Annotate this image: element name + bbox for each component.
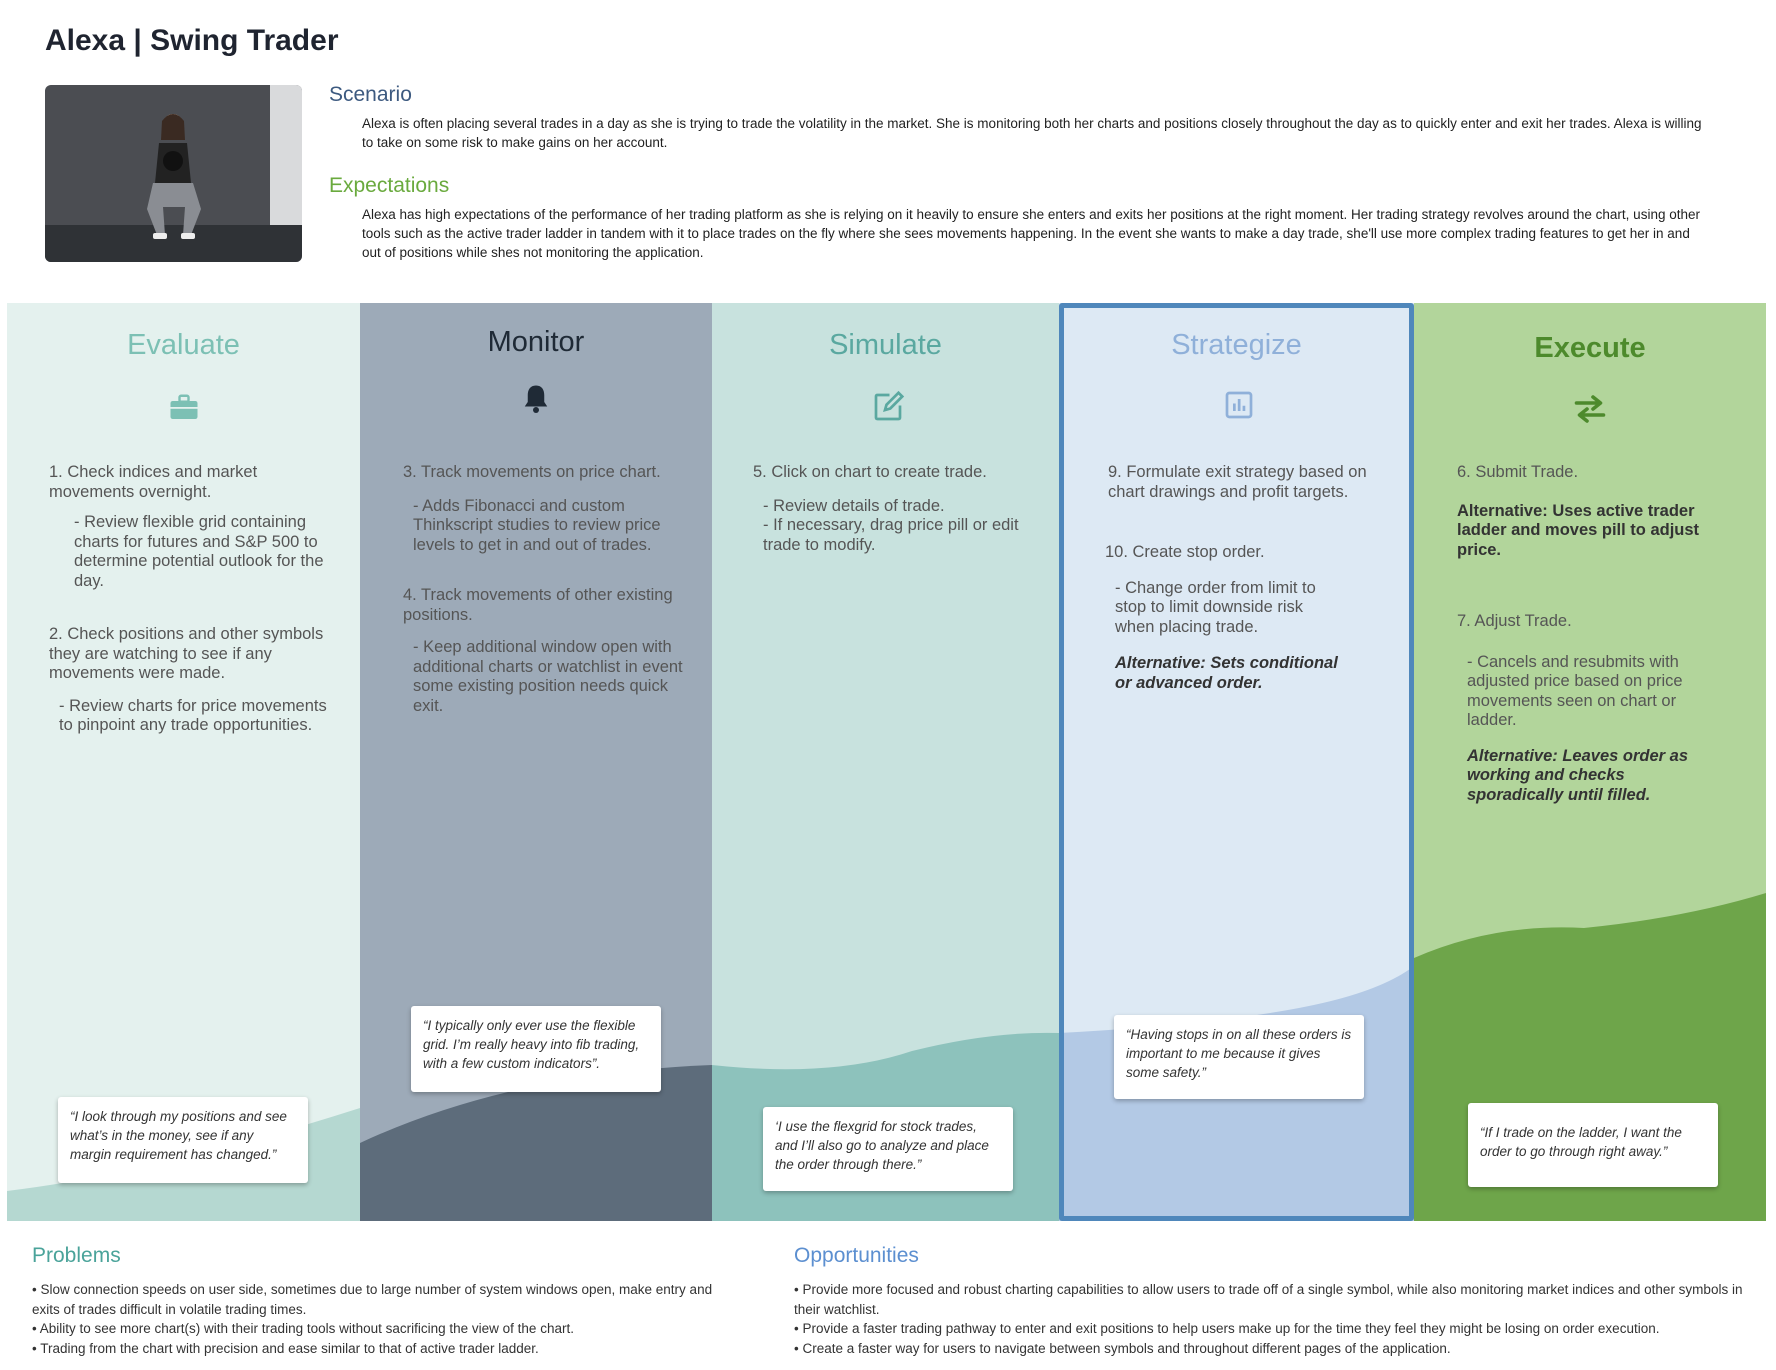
scenario-text: Alexa is often placing several trades in… bbox=[362, 116, 1702, 150]
column-title-monitor: Monitor bbox=[487, 326, 585, 358]
simulate-steps: 5. Click on chart to create trade. - Rev… bbox=[753, 463, 1038, 555]
page-title: Alexa | Swing Trader bbox=[45, 24, 339, 57]
step-1-detail: - Review flexible grid containing charts… bbox=[74, 513, 324, 590]
monitor-steps: 3. Track movements on price chart. - Add… bbox=[403, 463, 683, 716]
problem-item: • Ability to see more chart(s) with thei… bbox=[32, 1321, 574, 1336]
execute-alternative-1: Alternative: Uses active trader ladder a… bbox=[1457, 501, 1700, 559]
step-10-detail: - Change order from limit to stop to lim… bbox=[1115, 578, 1316, 636]
strategize-alternative: Alternative: Sets conditional or advance… bbox=[1115, 654, 1338, 692]
column-title-simulate: Simulate bbox=[829, 329, 942, 361]
opportunities-list: • Provide more focused and robust charti… bbox=[794, 1280, 1754, 1358]
column-title-evaluate: Evaluate bbox=[127, 329, 240, 361]
expectations-heading: Expectations bbox=[329, 174, 450, 197]
bar-chart-icon bbox=[1225, 391, 1253, 419]
problem-item: • Slow connection speeds on user side, s… bbox=[32, 1282, 713, 1317]
opportunity-item: • Provide more focused and robust charti… bbox=[794, 1282, 1743, 1317]
opportunities-heading: Opportunities bbox=[794, 1244, 919, 1267]
column-strategize: Strategize 9. Formulate exit strategy ba… bbox=[1059, 303, 1414, 1221]
highlight-frame bbox=[1059, 303, 1414, 1221]
column-title-execute: Execute bbox=[1534, 332, 1646, 364]
problem-item: • Trading from the chart with precision … bbox=[32, 1340, 539, 1356]
column-title-strategize: Strategize bbox=[1171, 329, 1302, 361]
scenario-heading: Scenario bbox=[329, 83, 412, 106]
edit-icon bbox=[874, 390, 905, 421]
execute-steps: 6. Submit Trade. Alternative: Uses activ… bbox=[1457, 463, 1727, 805]
quote-simulate: ‘I use the flexgrid for stock trades, an… bbox=[763, 1107, 1013, 1191]
column-monitor: Monitor 3. Track movements on price char… bbox=[360, 303, 712, 1221]
problems-list: • Slow connection speeds on user side, s… bbox=[32, 1280, 722, 1358]
step-7: 7. Adjust Trade. bbox=[1457, 612, 1572, 630]
step-5: 5. Click on chart to create trade. bbox=[753, 463, 987, 481]
step-6: 6. Submit Trade. bbox=[1457, 463, 1579, 481]
bell-icon bbox=[524, 385, 548, 413]
quote-strategize: “Having stops in on all these orders is … bbox=[1114, 1015, 1364, 1099]
step-7-detail: - Cancels and resubmits with adjusted pr… bbox=[1467, 652, 1683, 730]
persona-photo bbox=[45, 85, 302, 262]
step-3-detail: - Adds Fibonacci and custom Thinkscript … bbox=[413, 496, 661, 554]
quote-evaluate: “I look through my positions and see wha… bbox=[58, 1097, 308, 1183]
column-evaluate: Evaluate 1. Check indices and market mov… bbox=[7, 303, 360, 1221]
step-3: 3. Track movements on price chart. bbox=[403, 463, 661, 481]
column-simulate: Simulate 5. Click on chart to create tra… bbox=[712, 303, 1059, 1221]
evaluate-steps: 1. Check indices and market movements ov… bbox=[49, 463, 329, 736]
step-2-detail: - Review charts for price movements to p… bbox=[59, 696, 327, 735]
strategize-steps: 9. Formulate exit strategy based on char… bbox=[1105, 463, 1393, 693]
step-2: 2. Check positions and other symbols the… bbox=[49, 625, 324, 682]
step-10: 10. Create stop order. bbox=[1105, 543, 1265, 561]
step-9: 9. Formulate exit strategy based on char… bbox=[1108, 463, 1367, 501]
opportunity-item: • Create a faster way for users to navig… bbox=[794, 1340, 1451, 1356]
step-1: 1. Check indices and market movements ov… bbox=[49, 463, 258, 501]
briefcase-icon bbox=[170, 394, 198, 419]
column-execute: Execute 6. Submit Trade. Alternative: Us… bbox=[1414, 303, 1766, 1221]
problems-heading: Problems bbox=[32, 1244, 121, 1267]
step-4-detail: - Keep additional window open with addit… bbox=[413, 638, 683, 715]
quote-execute: “If I trade on the ladder, I want the or… bbox=[1468, 1103, 1718, 1187]
step-4: 4. Track movements of other existing pos… bbox=[403, 586, 673, 624]
opportunity-item: • Provide a faster trading pathway to en… bbox=[794, 1321, 1660, 1336]
execute-alternative-2: Alternative: Leaves order as working and… bbox=[1467, 746, 1689, 804]
quote-monitor: “I typically only ever use the flexible … bbox=[411, 1006, 661, 1092]
swap-arrows-icon bbox=[1574, 395, 1606, 423]
step-5-detail: - Review details of trade. - If necessar… bbox=[763, 496, 1019, 554]
expectations-text: Alexa has high expectations of the perfo… bbox=[362, 207, 1700, 260]
